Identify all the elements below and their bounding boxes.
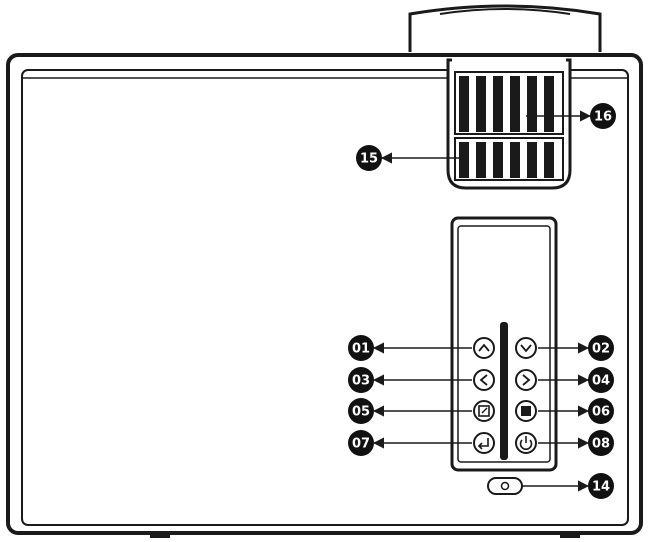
- callout-08: 08: [588, 430, 614, 456]
- ir-receiver: [487, 477, 523, 495]
- svg-text:04: 04: [592, 374, 610, 389]
- button-right[interactable]: [515, 369, 537, 391]
- svg-text:07: 07: [352, 437, 370, 452]
- button-up[interactable]: [473, 337, 495, 359]
- focus-wheel[interactable]: [454, 71, 564, 135]
- power-icon: [519, 439, 533, 451]
- button-power[interactable]: [515, 432, 537, 454]
- svg-text:02: 02: [592, 342, 610, 357]
- svg-text:01: 01: [352, 342, 370, 357]
- leader-lines: [372, 110, 592, 492]
- source-icon: [478, 405, 490, 417]
- control-panel: [450, 216, 558, 472]
- enter-icon: [477, 438, 489, 450]
- callout-15: 15: [356, 145, 382, 171]
- button-left[interactable]: [473, 369, 495, 391]
- menu-icon: [521, 406, 531, 416]
- callout-05: 05: [348, 398, 374, 424]
- callout-06: 06: [588, 398, 614, 424]
- callout-16: 16: [590, 103, 616, 129]
- button-enter[interactable]: [473, 432, 495, 454]
- chevron-right-icon: [522, 374, 531, 386]
- callout-07: 07: [348, 430, 374, 456]
- keystone-wheel[interactable]: [454, 137, 564, 181]
- button-source[interactable]: [473, 400, 495, 422]
- chevron-down-icon: [520, 344, 532, 353]
- svg-text:03: 03: [352, 374, 370, 389]
- svg-text:08: 08: [592, 437, 610, 452]
- button-down[interactable]: [515, 337, 537, 359]
- callout-04: 04: [588, 367, 614, 393]
- lens-cap-curve: [439, 8, 571, 15]
- callout-01: 01: [348, 335, 374, 361]
- button-menu[interactable]: [515, 400, 537, 422]
- svg-text:05: 05: [352, 405, 370, 420]
- svg-text:14: 14: [592, 480, 610, 495]
- chevron-left-icon: [479, 374, 488, 386]
- lens-cap-outline: [408, 4, 602, 52]
- callout-02: 02: [588, 335, 614, 361]
- callout-14: 14: [588, 473, 614, 499]
- svg-text:16: 16: [594, 110, 612, 125]
- svg-text:06: 06: [592, 405, 610, 420]
- callout-03: 03: [348, 367, 374, 393]
- svg-text:15: 15: [360, 152, 378, 167]
- chevron-up-icon: [478, 343, 490, 352]
